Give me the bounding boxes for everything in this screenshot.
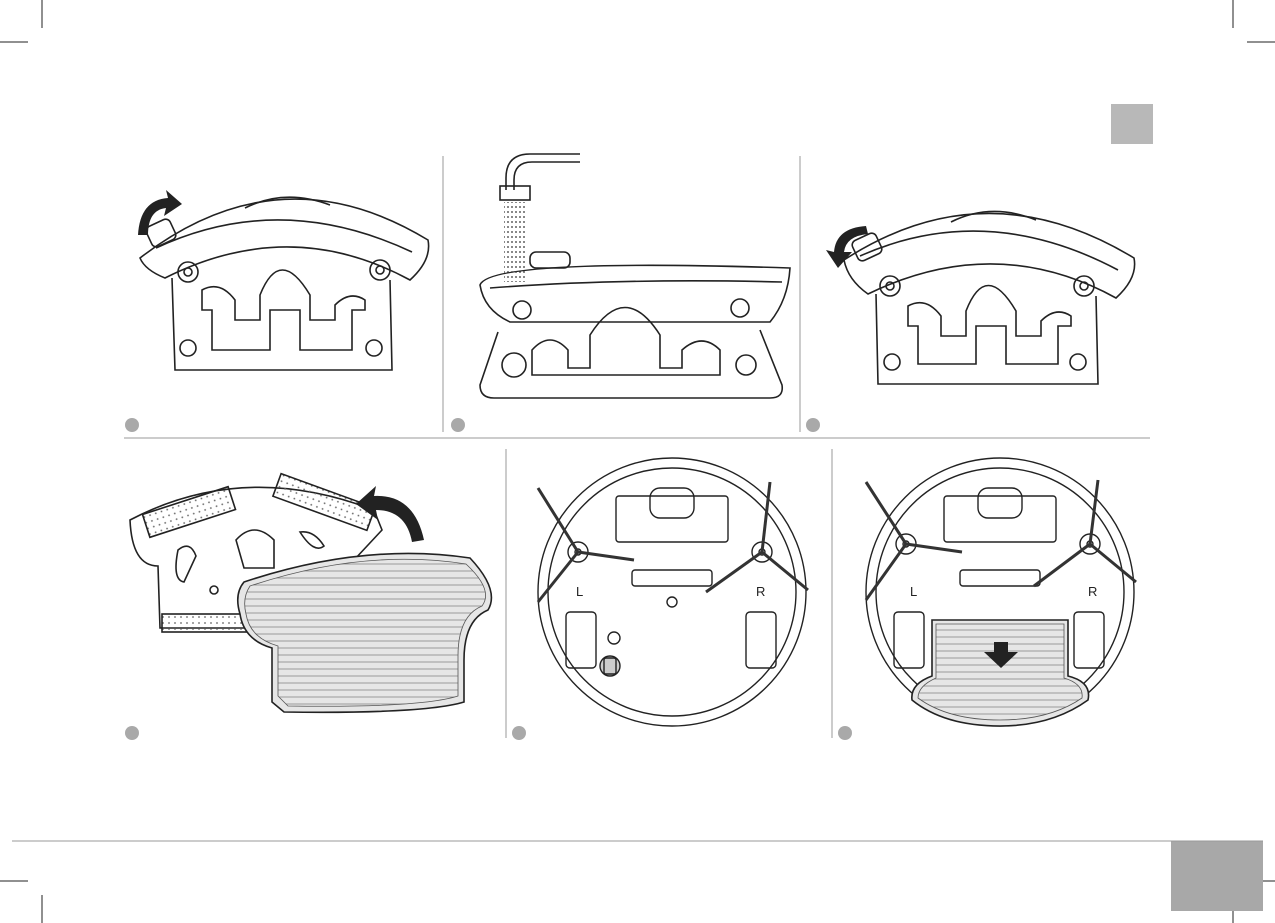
step-2-marker (451, 418, 465, 432)
mop-cloth-attach-illustration (124, 470, 504, 720)
water-tank-fill-illustration (470, 150, 800, 410)
left-brush-label: L (576, 584, 583, 599)
left-brush-label-2: L (910, 584, 917, 599)
mop-holder-unlock-illustration (120, 160, 440, 400)
right-brush-label-2: R (1088, 584, 1097, 599)
step-4-marker (125, 726, 139, 740)
robot-mop-insert-illustration: L R (852, 452, 1152, 742)
robot-underside-illustration: L R (524, 452, 824, 742)
step-1-marker (125, 418, 139, 432)
mop-holder-lock-illustration (826, 180, 1146, 400)
step-3-marker (806, 418, 820, 432)
step-6-marker (838, 726, 852, 740)
right-brush-label: R (756, 584, 765, 599)
